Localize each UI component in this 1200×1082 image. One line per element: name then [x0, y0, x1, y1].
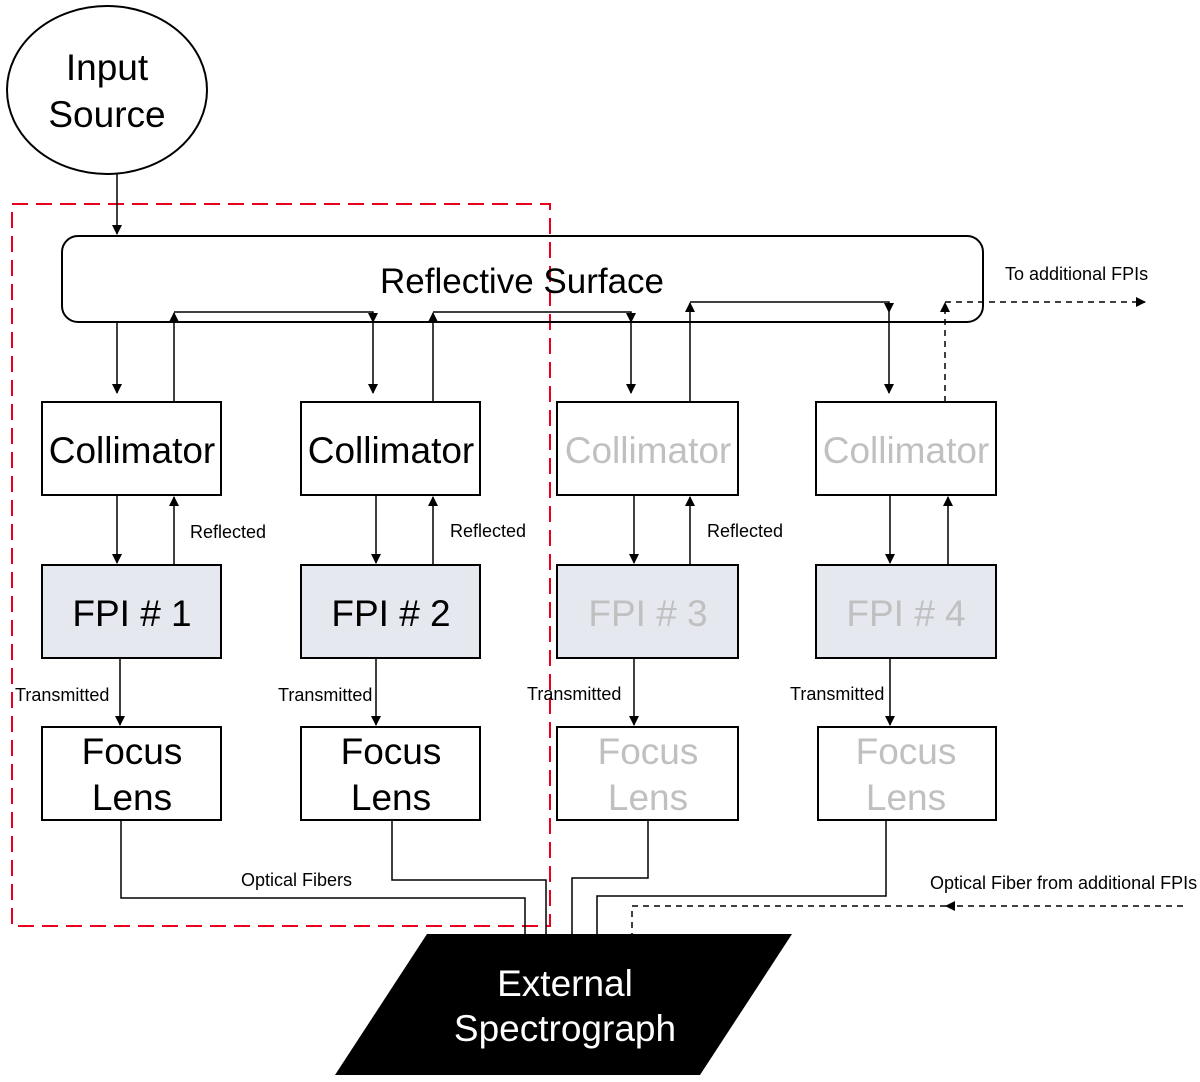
reflected-label-3: Reflected [707, 521, 783, 541]
collimator-2-label: Collimator [308, 430, 475, 471]
collimator-4-label: Collimator [823, 430, 990, 471]
fpi-group-dashed-box [11, 203, 551, 927]
reflected-label-1: Reflected [190, 522, 266, 542]
collimator-1-label: Collimator [49, 430, 216, 471]
fiber-additional-label: Optical Fiber from additional FPIs [930, 873, 1197, 893]
fiber-2 [391, 820, 547, 934]
fpi-1 [41, 564, 222, 659]
reflective-surface-label: Reflective Surface [380, 262, 664, 301]
collimator-2 [300, 401, 481, 496]
external-spectrograph [335, 934, 792, 1075]
focus-lens-3-label-1: Focus [598, 731, 699, 772]
bounce-path-2 [433, 311, 636, 323]
focus-lens-1-label-1: Focus [82, 731, 183, 772]
focus-lens-3-label-2: Lens [608, 777, 688, 818]
collimator-4 [815, 401, 997, 496]
focus-lens-2-label-1: Focus [341, 731, 442, 772]
fpi-2-label: FPI # 2 [331, 593, 450, 634]
collimator-1 [41, 401, 222, 496]
input-source-label-2: Source [48, 94, 165, 135]
focus-lens-4-label-2: Lens [866, 777, 946, 818]
optical-fibers-label: Optical Fibers [241, 870, 352, 890]
fpi-3 [556, 564, 739, 659]
fpi-4-label: FPI # 4 [846, 593, 965, 634]
reflective-surface [61, 235, 984, 323]
collimator-3 [556, 401, 739, 496]
focus-lens-3 [556, 726, 739, 821]
fpi-4 [815, 564, 997, 659]
transmitted-label-4: Transmitted [790, 684, 884, 704]
fpi-3-label: FPI # 3 [588, 593, 707, 634]
fiber-additional-line [631, 905, 946, 934]
focus-lens-4 [817, 726, 997, 821]
spectrograph-label-1: External [497, 963, 633, 1004]
fiber-4 [596, 820, 887, 934]
bounce-path-1 [174, 311, 378, 323]
focus-lens-2-label-2: Lens [351, 777, 431, 818]
spectrograph-label-2: Spectrograph [454, 1008, 676, 1049]
fpi-2 [300, 564, 481, 659]
bounce-path-3 [690, 301, 894, 313]
focus-lens-4-label-1: Focus [856, 731, 957, 772]
focus-lens-2 [300, 726, 481, 821]
fpi-1-label: FPI # 1 [72, 593, 191, 634]
transmitted-label-3: Transmitted [527, 684, 621, 704]
input-source-label-1: Input [66, 47, 149, 88]
focus-lens-1 [41, 726, 222, 821]
reflected-label-2: Reflected [450, 521, 526, 541]
focus-lens-1-label-2: Lens [92, 777, 172, 818]
to-additional-label: To additional FPIs [1005, 264, 1148, 284]
transmitted-label-2: Transmitted [278, 685, 372, 705]
fiber-1 [120, 820, 526, 934]
fiber-3 [571, 820, 649, 934]
collimator-3-label: Collimator [565, 430, 732, 471]
transmitted-label-1: Transmitted [15, 685, 109, 705]
input-source-node [6, 5, 208, 175]
